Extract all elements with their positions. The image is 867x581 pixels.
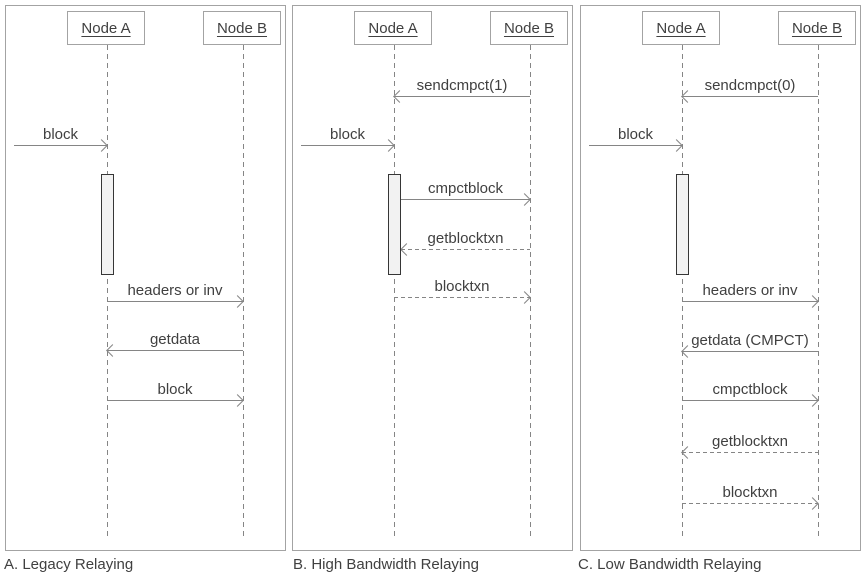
message-label: headers or inv bbox=[702, 282, 798, 299]
actor-label: Node A bbox=[368, 19, 418, 37]
message-cmpctblock: cmpctblock bbox=[401, 179, 530, 200]
message-label: getdata (CMPCT) bbox=[691, 332, 809, 349]
actor-label: Node A bbox=[81, 19, 131, 37]
activation-bar-node-a bbox=[388, 174, 401, 275]
message-arrow-line bbox=[682, 503, 818, 504]
message-arrow-line bbox=[401, 199, 530, 200]
message-label: sendcmpct(1) bbox=[416, 77, 508, 94]
message-label: sendcmpct(0) bbox=[704, 77, 796, 94]
activation-bar-node-a bbox=[676, 174, 689, 275]
message-getblocktxn: getblocktxn bbox=[401, 229, 530, 250]
message-headers-or-inv: headers or inv bbox=[107, 281, 243, 302]
actor-label: Node A bbox=[656, 19, 706, 37]
message-label: block bbox=[617, 126, 654, 143]
message-arrow-line bbox=[589, 145, 682, 146]
message-arrow-line bbox=[682, 400, 818, 401]
message-getblocktxn: getblocktxn bbox=[682, 432, 818, 453]
panel-high-bandwidth-relaying: Node A Node B sendcmpct(1) block cmpctbl… bbox=[292, 5, 573, 551]
lifeline-node-b bbox=[530, 45, 531, 539]
lifeline-node-b bbox=[818, 45, 819, 539]
message-label: getblocktxn bbox=[427, 230, 504, 247]
actor-box-node-a: Node A bbox=[642, 11, 720, 45]
lifeline-node-a bbox=[107, 45, 108, 539]
message-sendcmpct-0: sendcmpct(0) bbox=[682, 76, 818, 97]
actor-box-node-b: Node B bbox=[203, 11, 281, 45]
message-arrow-line bbox=[14, 145, 107, 146]
message-label: headers or inv bbox=[127, 282, 223, 299]
caption-high-bandwidth-relaying: B. High Bandwidth Relaying bbox=[293, 556, 479, 573]
message-block-relay: block bbox=[107, 380, 243, 401]
message-label: getblocktxn bbox=[712, 433, 788, 450]
message-arrow-line bbox=[107, 400, 243, 401]
message-blocktxn: blocktxn bbox=[682, 483, 818, 504]
message-arrow-line bbox=[682, 96, 818, 97]
message-label: blocktxn bbox=[722, 484, 778, 501]
message-label: block bbox=[42, 126, 79, 143]
message-label: getdata bbox=[149, 331, 201, 348]
message-block-incoming: block bbox=[301, 125, 394, 146]
message-arrow-line bbox=[107, 301, 243, 302]
caption-low-bandwidth-relaying: C. Low Bandwidth Relaying bbox=[578, 556, 762, 573]
message-headers-or-inv: headers or inv bbox=[682, 281, 818, 302]
message-label: cmpctblock bbox=[427, 180, 504, 197]
message-block-incoming: block bbox=[14, 125, 107, 146]
actor-label: Node B bbox=[791, 19, 843, 37]
message-label: block bbox=[329, 126, 366, 143]
message-arrow-line bbox=[682, 351, 818, 352]
message-arrow-line bbox=[394, 96, 530, 97]
message-arrow-line bbox=[394, 297, 530, 298]
message-arrow-line bbox=[682, 301, 818, 302]
caption-legacy-relaying: A. Legacy Relaying bbox=[4, 556, 134, 573]
message-label: cmpctblock bbox=[712, 381, 788, 398]
message-label: blocktxn bbox=[434, 278, 490, 295]
message-blocktxn: blocktxn bbox=[394, 277, 530, 298]
panel-low-bandwidth-relaying: Node A Node B sendcmpct(0) block headers… bbox=[580, 5, 861, 551]
message-arrow-line bbox=[301, 145, 394, 146]
message-label: block bbox=[157, 381, 193, 398]
message-cmpctblock: cmpctblock bbox=[682, 380, 818, 401]
lifeline-node-b bbox=[243, 45, 244, 539]
actor-label: Node B bbox=[216, 19, 268, 37]
lifeline-node-a bbox=[682, 45, 683, 539]
message-arrow-line bbox=[107, 350, 243, 351]
message-getdata: getdata bbox=[107, 330, 243, 351]
message-arrow-line bbox=[682, 452, 818, 453]
panel-legacy-relaying: Node A Node B block headers or inv getda… bbox=[5, 5, 286, 551]
lifeline-node-a bbox=[394, 45, 395, 539]
actor-label: Node B bbox=[503, 19, 555, 37]
message-block-incoming: block bbox=[589, 125, 682, 146]
actor-box-node-b: Node B bbox=[490, 11, 568, 45]
message-arrow-line bbox=[401, 249, 530, 250]
activation-bar-node-a bbox=[101, 174, 114, 275]
actor-box-node-a: Node A bbox=[67, 11, 145, 45]
message-getdata-cmpct: getdata (CMPCT) bbox=[682, 331, 818, 352]
actor-box-node-a: Node A bbox=[354, 11, 432, 45]
message-sendcmpct-1: sendcmpct(1) bbox=[394, 76, 530, 97]
actor-box-node-b: Node B bbox=[778, 11, 856, 45]
